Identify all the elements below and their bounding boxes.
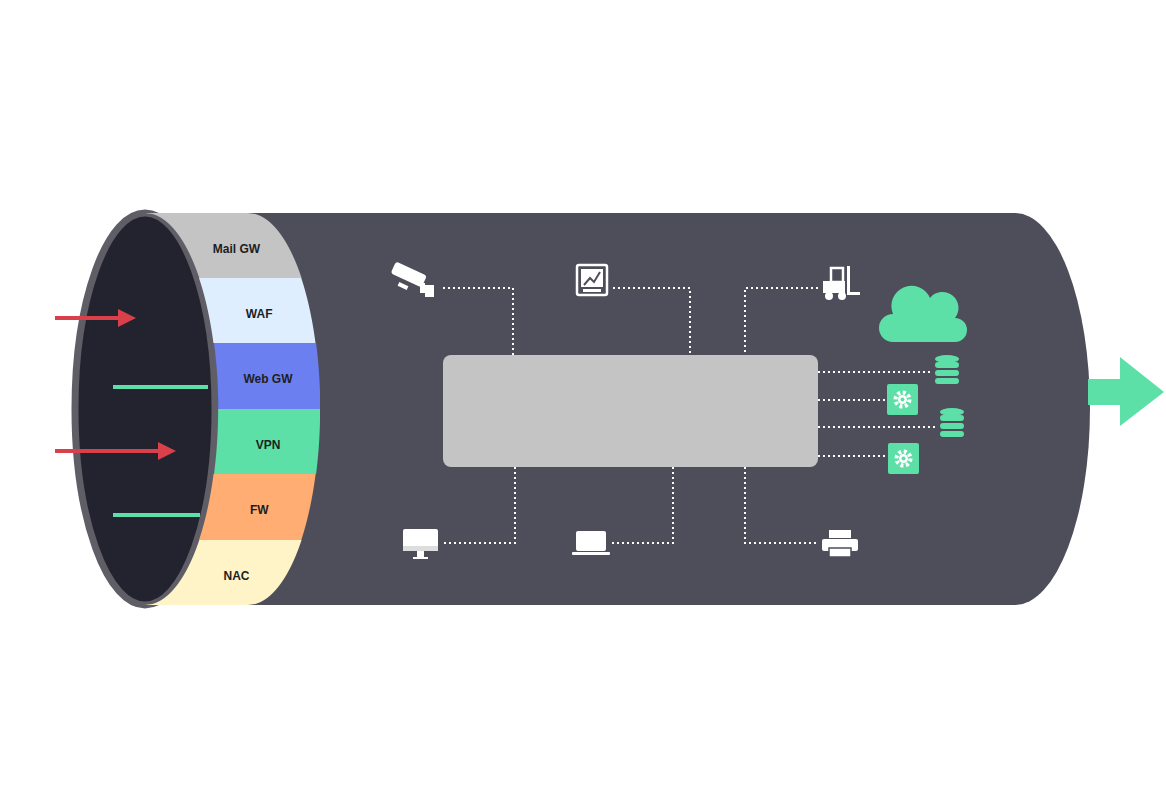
- cloud-icon: [879, 286, 967, 342]
- security-layer-band: VPN: [214, 409, 320, 474]
- dotted-link: [745, 288, 818, 355]
- red-arrowhead: [118, 309, 136, 327]
- dotted-link: [818, 426, 938, 428]
- band-fill: [214, 343, 320, 409]
- printer-icon: [822, 530, 858, 557]
- dotted-link: [442, 467, 515, 543]
- dotted-link: [443, 288, 513, 355]
- database-icon: [940, 408, 964, 437]
- band-label: FW: [250, 503, 269, 517]
- band-shape: [145, 540, 302, 605]
- red-arrow: [55, 449, 162, 453]
- dotted-link: [818, 371, 932, 373]
- desktop-icon: [403, 529, 438, 559]
- camera-icon: [391, 261, 434, 297]
- tube-opening: [75, 213, 215, 605]
- band-fill: [214, 409, 320, 474]
- dotted-link: [612, 467, 673, 543]
- forklift-icon: [823, 266, 860, 300]
- band-label: Mail GW: [213, 242, 260, 256]
- allowed-lines: [113, 387, 208, 515]
- green-line: [113, 513, 200, 517]
- security-layer-band: Web GW: [214, 343, 320, 409]
- band-label: VPN: [256, 438, 281, 452]
- monitor-icon: [577, 265, 607, 295]
- laptop-icon: [572, 531, 610, 555]
- dotted-links: [442, 288, 938, 543]
- security-layer-band: WAF: [199, 278, 315, 343]
- blocked-arrows: [55, 309, 176, 460]
- red-arrow: [55, 316, 122, 320]
- band-label: NAC: [223, 569, 249, 583]
- band-label: Web GW: [243, 372, 292, 386]
- band-fill: [199, 474, 316, 540]
- exit-arrow: [1088, 357, 1164, 426]
- dotted-link: [818, 399, 886, 401]
- red-arrowhead: [158, 442, 176, 460]
- green-line: [113, 385, 208, 389]
- band-fill: [199, 278, 315, 343]
- security-layer-band: FW: [199, 474, 316, 540]
- gear-icon: [888, 443, 919, 474]
- band-fill: [145, 540, 302, 605]
- database-icon: [935, 355, 959, 384]
- central-box: [443, 355, 818, 467]
- gear-icon: [887, 384, 918, 415]
- security-layer-band: NAC: [145, 540, 302, 605]
- band-fill: [145, 213, 302, 278]
- dotted-link: [745, 467, 818, 543]
- dotted-link: [613, 288, 690, 355]
- dotted-link: [818, 455, 887, 457]
- security-layer-band: Mail GW: [145, 213, 302, 278]
- tube-body: [145, 213, 1090, 605]
- band-label: WAF: [246, 307, 273, 321]
